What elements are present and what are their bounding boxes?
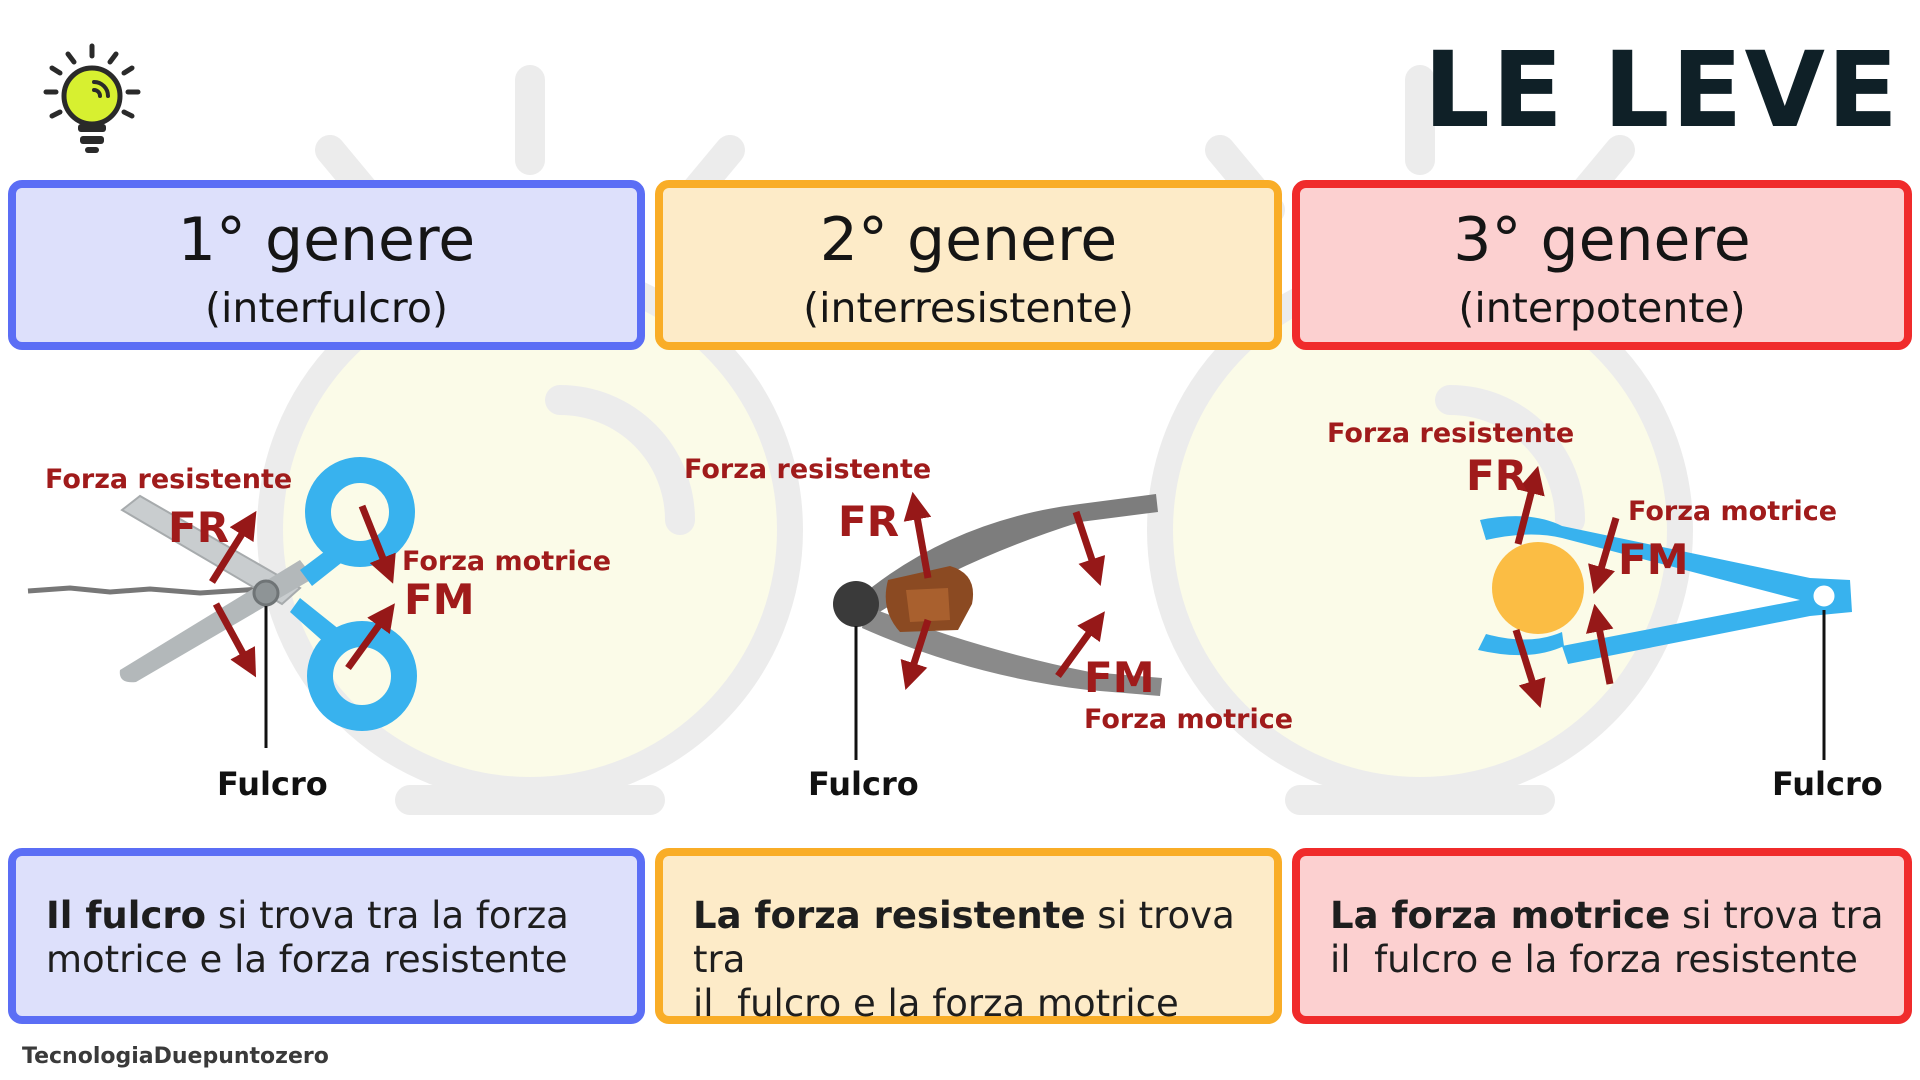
header-card-first-class: 1° genere (interfulcro) <box>8 180 645 350</box>
fr-label: FR <box>168 503 229 552</box>
description-card-second-class: La forza resistente si trova tra il fulc… <box>655 848 1282 1025</box>
description-bold: La forza motrice <box>1330 894 1671 937</box>
motive-force-label: Forza motrice <box>1628 496 1837 527</box>
fr-label: FR <box>1466 451 1527 500</box>
class-title: 3° genere <box>1453 205 1751 275</box>
fulcrum-label: Fulcro <box>1772 765 1883 803</box>
fm-label: FM <box>1618 535 1689 584</box>
description-line-1: La forza motrice si trova tra <box>1330 894 1904 938</box>
class-subtitle: (interpotente) <box>1458 284 1746 332</box>
class-title: 1° genere <box>177 205 476 275</box>
nutcracker-icon <box>833 494 1162 696</box>
force-arrows-second <box>900 491 1106 690</box>
description-line-1: La forza resistente si trova tra <box>693 894 1274 982</box>
description-line-2: motrice e la forza resistente <box>46 938 568 981</box>
header-card-second-class: 2° genere (interresistente) <box>655 180 1282 350</box>
force-arrows-first <box>209 504 396 678</box>
motive-force-label: Forza motrice <box>402 546 611 577</box>
description-text: si trova tra <box>693 894 1235 981</box>
description-line-2: il fulcro e la forza motrice <box>693 982 1179 1025</box>
class-subtitle: (interresistente) <box>803 284 1134 332</box>
page-title: LE LEVE <box>1423 29 1900 151</box>
description-bold: Il fulcro <box>46 894 207 937</box>
scissors-icon <box>27 457 417 731</box>
tweezers-icon <box>1478 516 1852 664</box>
description-card-third-class: La forza motrice si trova tra il fulcro … <box>1292 848 1912 1024</box>
force-arrows-third <box>1512 465 1620 709</box>
fm-label: FM <box>1084 653 1155 702</box>
class-title: 2° genere <box>819 205 1118 275</box>
resistant-force-label: Forza resistente <box>1327 418 1574 449</box>
fr-label: FR <box>838 497 899 546</box>
fulcrum-label: Fulcro <box>808 765 919 803</box>
description-line-2: il fulcro e la forza resistente <box>1330 938 1858 981</box>
header-card-third-class: 3° genere (interpotente) <box>1292 180 1912 350</box>
resistant-force-label: Forza resistente <box>45 464 292 495</box>
fm-label: FM <box>404 575 475 624</box>
fulcrum-label: Fulcro <box>217 765 328 803</box>
footer-credit: TecnologiaDuepuntozero <box>22 1044 329 1069</box>
description-card-first-class: Il fulcro si trova tra la forza motrice … <box>8 848 645 1024</box>
resistant-force-label: Forza resistente <box>684 454 931 485</box>
description-line-1: Il fulcro si trova tra la forza <box>46 894 637 938</box>
motive-force-label: Forza motrice <box>1084 704 1293 735</box>
class-subtitle: (interfulcro) <box>205 284 448 332</box>
description-bold: La forza resistente <box>693 894 1086 937</box>
light-bulb-icon <box>43 43 141 153</box>
description-text: si trova tra <box>1670 894 1884 937</box>
description-text: si trova tra la forza <box>206 894 569 937</box>
